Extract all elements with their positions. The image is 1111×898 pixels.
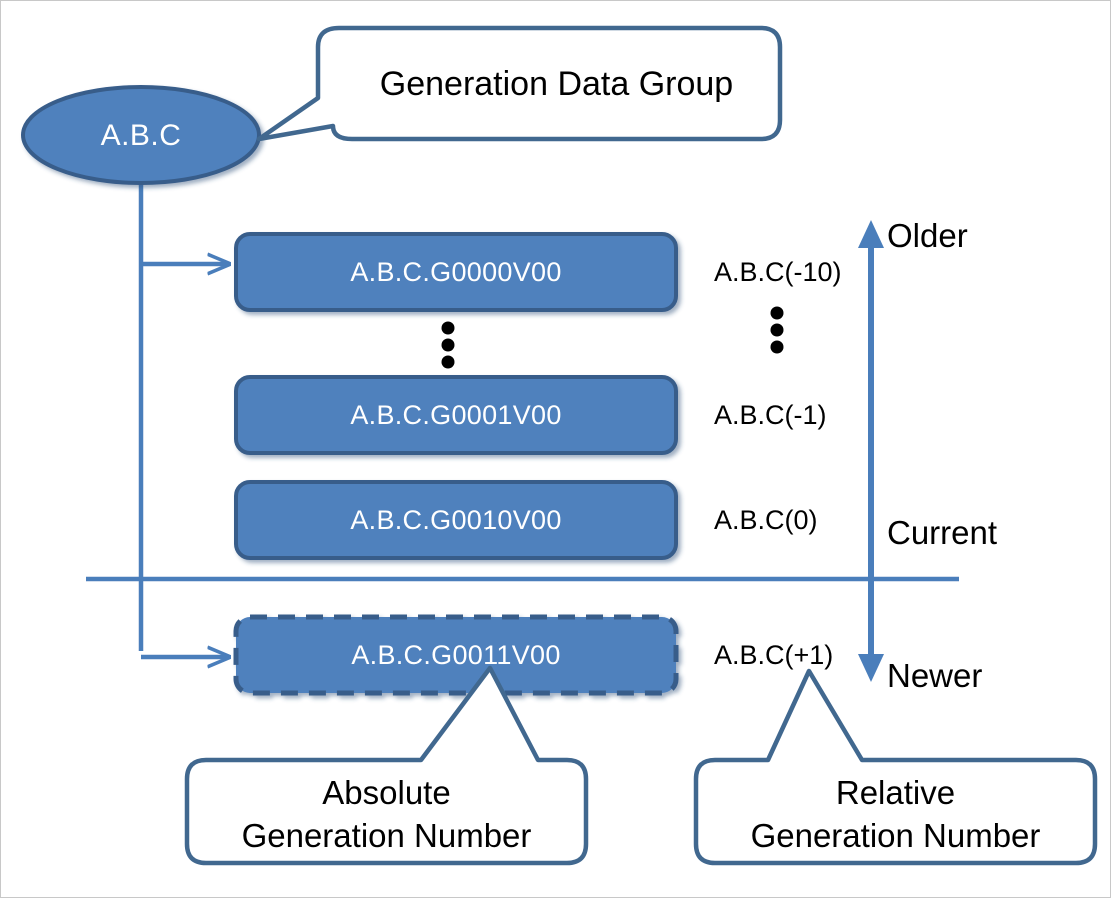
connector-tree [138,178,229,657]
callout-absolute-line2: Generation Number [241,817,532,854]
generation-box-3-label: A.B.C.G0011V00 [351,640,561,670]
generation-box-0-label: A.B.C.G0000V00 [350,257,562,287]
ellipsis-dots-right [770,306,784,354]
generation-box-1-label: A.B.C.G0001V00 [350,400,562,430]
callout-relative-line1: Relative [835,774,956,811]
relative-label-1: A.B.C(-1) [714,400,827,430]
relative-label-2: A.B.C(0) [714,505,818,535]
axis-label-older: Older [887,217,968,254]
time-axis-arrow-down-icon [858,654,884,682]
group-node-label: A.B.C [100,119,182,152]
callout-generation-data-group-label: Generation Data Group [379,65,734,103]
ellipsis-dots-left [441,321,455,369]
generation-box-2-label: A.B.C.G0010V00 [350,505,562,535]
time-axis [858,220,884,682]
relative-label-3: A.B.C(+1) [714,640,834,670]
callout-relative-line2: Generation Number [750,817,1041,854]
axis-label-current: Current [887,514,998,551]
time-axis-arrow-up-icon [858,220,884,248]
relative-label-0: A.B.C(-10) [714,257,842,287]
callout-absolute-line1: Absolute [322,774,451,811]
axis-label-newer: Newer [887,657,983,694]
